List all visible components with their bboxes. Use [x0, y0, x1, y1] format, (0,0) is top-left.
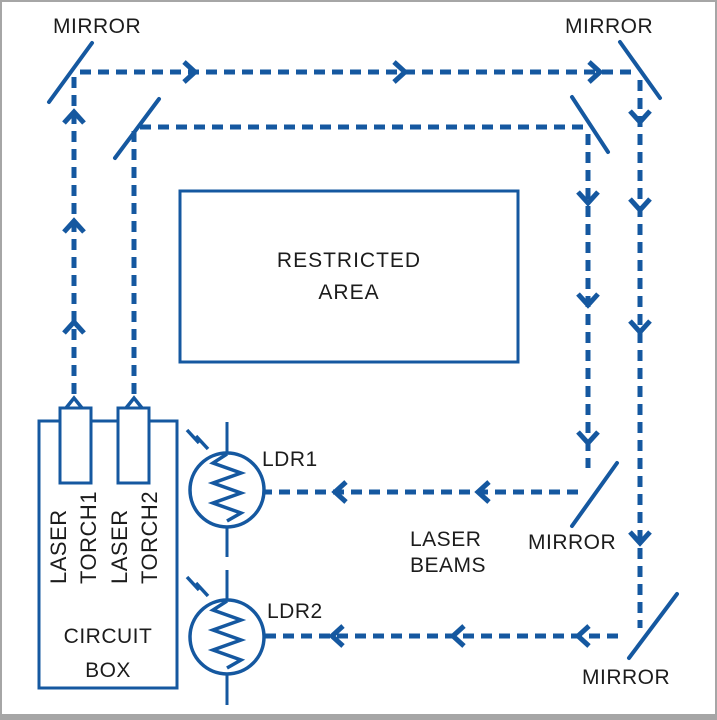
arrow-up-icon [62, 217, 86, 234]
laser-torch2-emitter-tip [124, 395, 144, 410]
restricted-area-box [178, 189, 520, 364]
ldr1-label: LDR1 [262, 448, 318, 471]
arrow-left-icon [328, 624, 345, 648]
ldr1-symbol [188, 451, 266, 529]
ldr2-light-mark-icon [185, 575, 201, 592]
circuit-box-label-line2: BOX [85, 659, 131, 682]
arrow-left-icon [449, 624, 466, 648]
arrow-down-icon [628, 197, 652, 214]
arrow-left-icon [574, 624, 591, 648]
ldr2-resistor-zigzag [207, 599, 247, 670]
ldr1-light-mark-icon [194, 434, 210, 451]
mirror-top-right-line [618, 40, 662, 100]
arrow-up-icon [62, 108, 86, 125]
laser-torch1-emitter-tip [64, 395, 84, 410]
ldr1-light-mark-icon [185, 428, 201, 445]
mirror-label-bottom-right: MIRROR [582, 666, 671, 689]
arrow-down-icon [628, 319, 652, 336]
mirror-label-top-left: MIRROR [53, 15, 142, 38]
torch2-label-word1: LASER [107, 509, 132, 584]
circuit-box-label: CIRCUIT BOX [39, 620, 177, 688]
arrow-right-icon [587, 60, 604, 84]
ldr2-symbol [188, 598, 266, 676]
arrow-down-icon [628, 530, 652, 547]
torch2-label-word2: TORCH2 [137, 490, 162, 584]
arrow-left-icon [331, 480, 348, 504]
arrow-down-icon [576, 190, 600, 207]
arrow-up-icon [62, 318, 86, 335]
arrow-down-icon [576, 292, 600, 309]
mirror-top-left-line [47, 41, 94, 104]
mirror-inner-top-right-line [570, 95, 610, 154]
restricted-area-label-line1: RESTRICTED [276, 248, 422, 272]
ldr2-light-mark-icon [194, 581, 210, 598]
mirror-inner-top-left-line [113, 97, 161, 160]
ldr1-resistor-zigzag [207, 452, 247, 523]
mirror-mid-right-line [570, 461, 619, 528]
restricted-area-label: RESTRICTED AREA [180, 191, 518, 362]
mirror-bottom-right-line [627, 592, 679, 660]
arrow-down-icon [576, 430, 600, 447]
laser-beams-label-line1: LASER [410, 528, 482, 551]
laser-beams-label-line2: BEAMS [410, 554, 487, 577]
circuit-box-label-line1: CIRCUIT [63, 625, 153, 648]
arrow-left-icon [474, 480, 491, 504]
arrow-right-icon [182, 60, 199, 84]
laser-beams-label: LASER BEAMS [410, 527, 486, 579]
arrow-down-icon [628, 109, 652, 126]
laser-torch2-body [116, 406, 151, 485]
arrow-right-icon [392, 60, 409, 84]
mirror-label-mid-right: MIRROR [528, 531, 617, 554]
torch1-label-word2: TORCH1 [76, 490, 101, 584]
restricted-area-label-line2: AREA [318, 280, 380, 304]
mirror-label-top-right: MIRROR [565, 15, 654, 38]
ldr2-label: LDR2 [267, 600, 323, 623]
torch1-label-word1: LASER [46, 509, 71, 584]
laser-torch1-body [58, 406, 93, 485]
